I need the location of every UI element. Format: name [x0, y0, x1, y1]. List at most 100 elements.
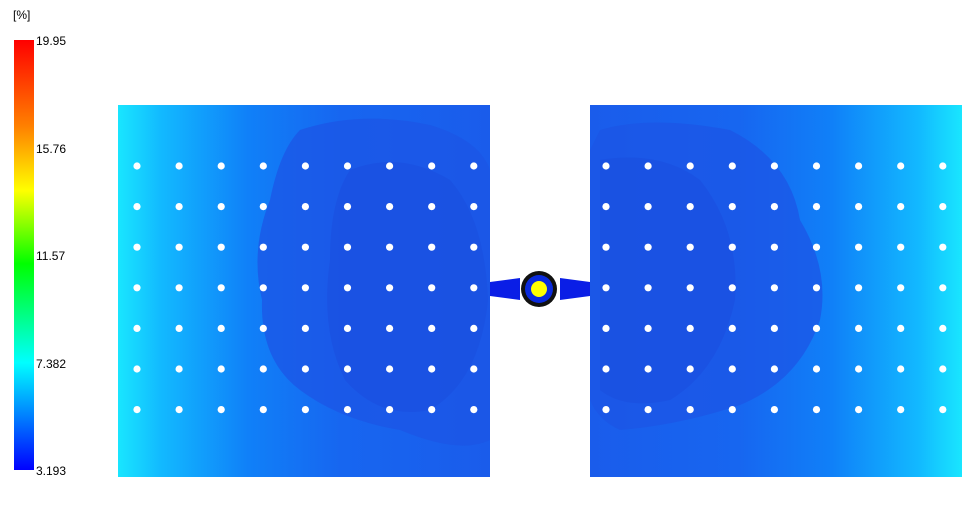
right-panel-hole — [644, 162, 652, 170]
runner-system — [490, 271, 590, 307]
right-panel-hole — [686, 365, 694, 373]
left-panel-hole — [133, 406, 141, 414]
left-panel-hole — [217, 162, 225, 170]
right-panel-hole — [855, 324, 863, 332]
right-panel-hole — [602, 365, 610, 373]
right-panel-hole — [939, 162, 947, 170]
right-panel-hole — [644, 203, 652, 211]
left-panel-hole — [386, 203, 394, 211]
right-panel-hole — [939, 203, 947, 211]
legend-unit-label: [%] — [13, 8, 31, 22]
right-panel-hole — [897, 203, 905, 211]
right-panel-hole — [644, 365, 652, 373]
right-panel-hole — [770, 243, 779, 251]
right-panel-hole — [728, 243, 736, 251]
legend-tick-min: 3.193 — [36, 464, 67, 478]
left-panel-hole — [217, 243, 225, 251]
left-panel-hole — [259, 162, 267, 170]
right-panel-hole — [812, 324, 821, 332]
right-panel-hole — [897, 406, 905, 414]
right-panel-hole — [728, 406, 736, 414]
left-panel-hole — [133, 203, 141, 211]
left-panel-hole — [259, 406, 267, 414]
left-panel-hole — [428, 406, 436, 414]
left-panel-hole — [386, 365, 394, 373]
right-panel-hole — [602, 162, 610, 170]
right-panel-hole — [686, 324, 694, 332]
legend-tick-3: 11.57 — [36, 249, 66, 263]
left-panel-hole — [470, 324, 478, 332]
left-panel-hole — [259, 284, 267, 292]
right-panel-hole — [770, 406, 779, 414]
left-panel-hole — [217, 324, 225, 332]
right-panel-hole — [897, 365, 905, 373]
right-panel-hole — [855, 203, 863, 211]
left-panel-hole — [386, 284, 394, 292]
right-panel-hole — [686, 162, 694, 170]
right-panel-hole — [812, 406, 821, 414]
right-panel-hole — [897, 243, 905, 251]
legend-tick-max: 19.95 — [36, 34, 67, 48]
right-panel-hole — [855, 243, 863, 251]
right-panel-hole — [855, 365, 863, 373]
right-panel-hole — [686, 203, 694, 211]
gate-marker — [531, 281, 547, 297]
left-panel-hole — [301, 365, 309, 373]
right-panel-hole — [602, 406, 610, 414]
legend-tick-2: 15.76 — [36, 142, 67, 156]
right-panel-hole — [644, 243, 652, 251]
left-panel-hole — [428, 243, 436, 251]
right-panel-hole — [855, 162, 863, 170]
right-panel-hole — [897, 162, 905, 170]
right-panel-hole — [686, 406, 694, 414]
right-panel-hole — [602, 324, 610, 332]
left-panel-hole — [428, 365, 436, 373]
left-panel-hole — [470, 406, 478, 414]
right-panel-hole — [602, 203, 610, 211]
left-panel-hole — [428, 324, 436, 332]
left-panel-hole — [175, 162, 183, 170]
left-panel-hole — [217, 406, 225, 414]
left-panel-hole — [301, 162, 309, 170]
right-panel-hole — [728, 324, 736, 332]
right-panel-hole — [939, 365, 947, 373]
right-panel-hole — [728, 203, 736, 211]
left-panel-hole — [133, 284, 141, 292]
left-panel-hole — [259, 243, 267, 251]
left-panel-hole — [217, 203, 225, 211]
left-panel-hole — [428, 203, 436, 211]
left-panel-hole — [175, 324, 183, 332]
left-panel-hole — [259, 203, 267, 211]
left-panel-hole — [175, 365, 183, 373]
left-panel-hole — [343, 406, 352, 414]
left-panel-hole — [217, 365, 225, 373]
left-panel-hole — [175, 284, 183, 292]
left-panel-hole — [343, 365, 352, 373]
right-panel-hole — [686, 284, 694, 292]
left-panel-hole — [470, 162, 478, 170]
right-panel-hole — [812, 162, 821, 170]
right-panel-hole — [939, 284, 947, 292]
left-panel-hole — [470, 365, 478, 373]
right-panel-hole — [602, 284, 610, 292]
left-panel-hole — [343, 162, 352, 170]
left-panel-hole — [470, 243, 478, 251]
right-panel-hole — [939, 324, 947, 332]
left-panel-hole — [386, 324, 394, 332]
left-panel-hole — [301, 406, 309, 414]
left-panel-hole — [343, 324, 352, 332]
right-panel-hole — [770, 162, 779, 170]
right-panel-hole — [770, 203, 779, 211]
left-panel-hole — [386, 162, 394, 170]
hole-grid — [133, 162, 947, 414]
left-panel-hole — [301, 284, 309, 292]
right-panel-hole — [686, 243, 694, 251]
left-panel-hole — [133, 365, 141, 373]
left-panel-hole — [343, 203, 352, 211]
left-panel-hole — [259, 365, 267, 373]
right-panel-hole — [897, 284, 905, 292]
left-panel-hole — [386, 243, 394, 251]
right-panel-hole — [812, 365, 821, 373]
left-panel-hole — [343, 284, 352, 292]
